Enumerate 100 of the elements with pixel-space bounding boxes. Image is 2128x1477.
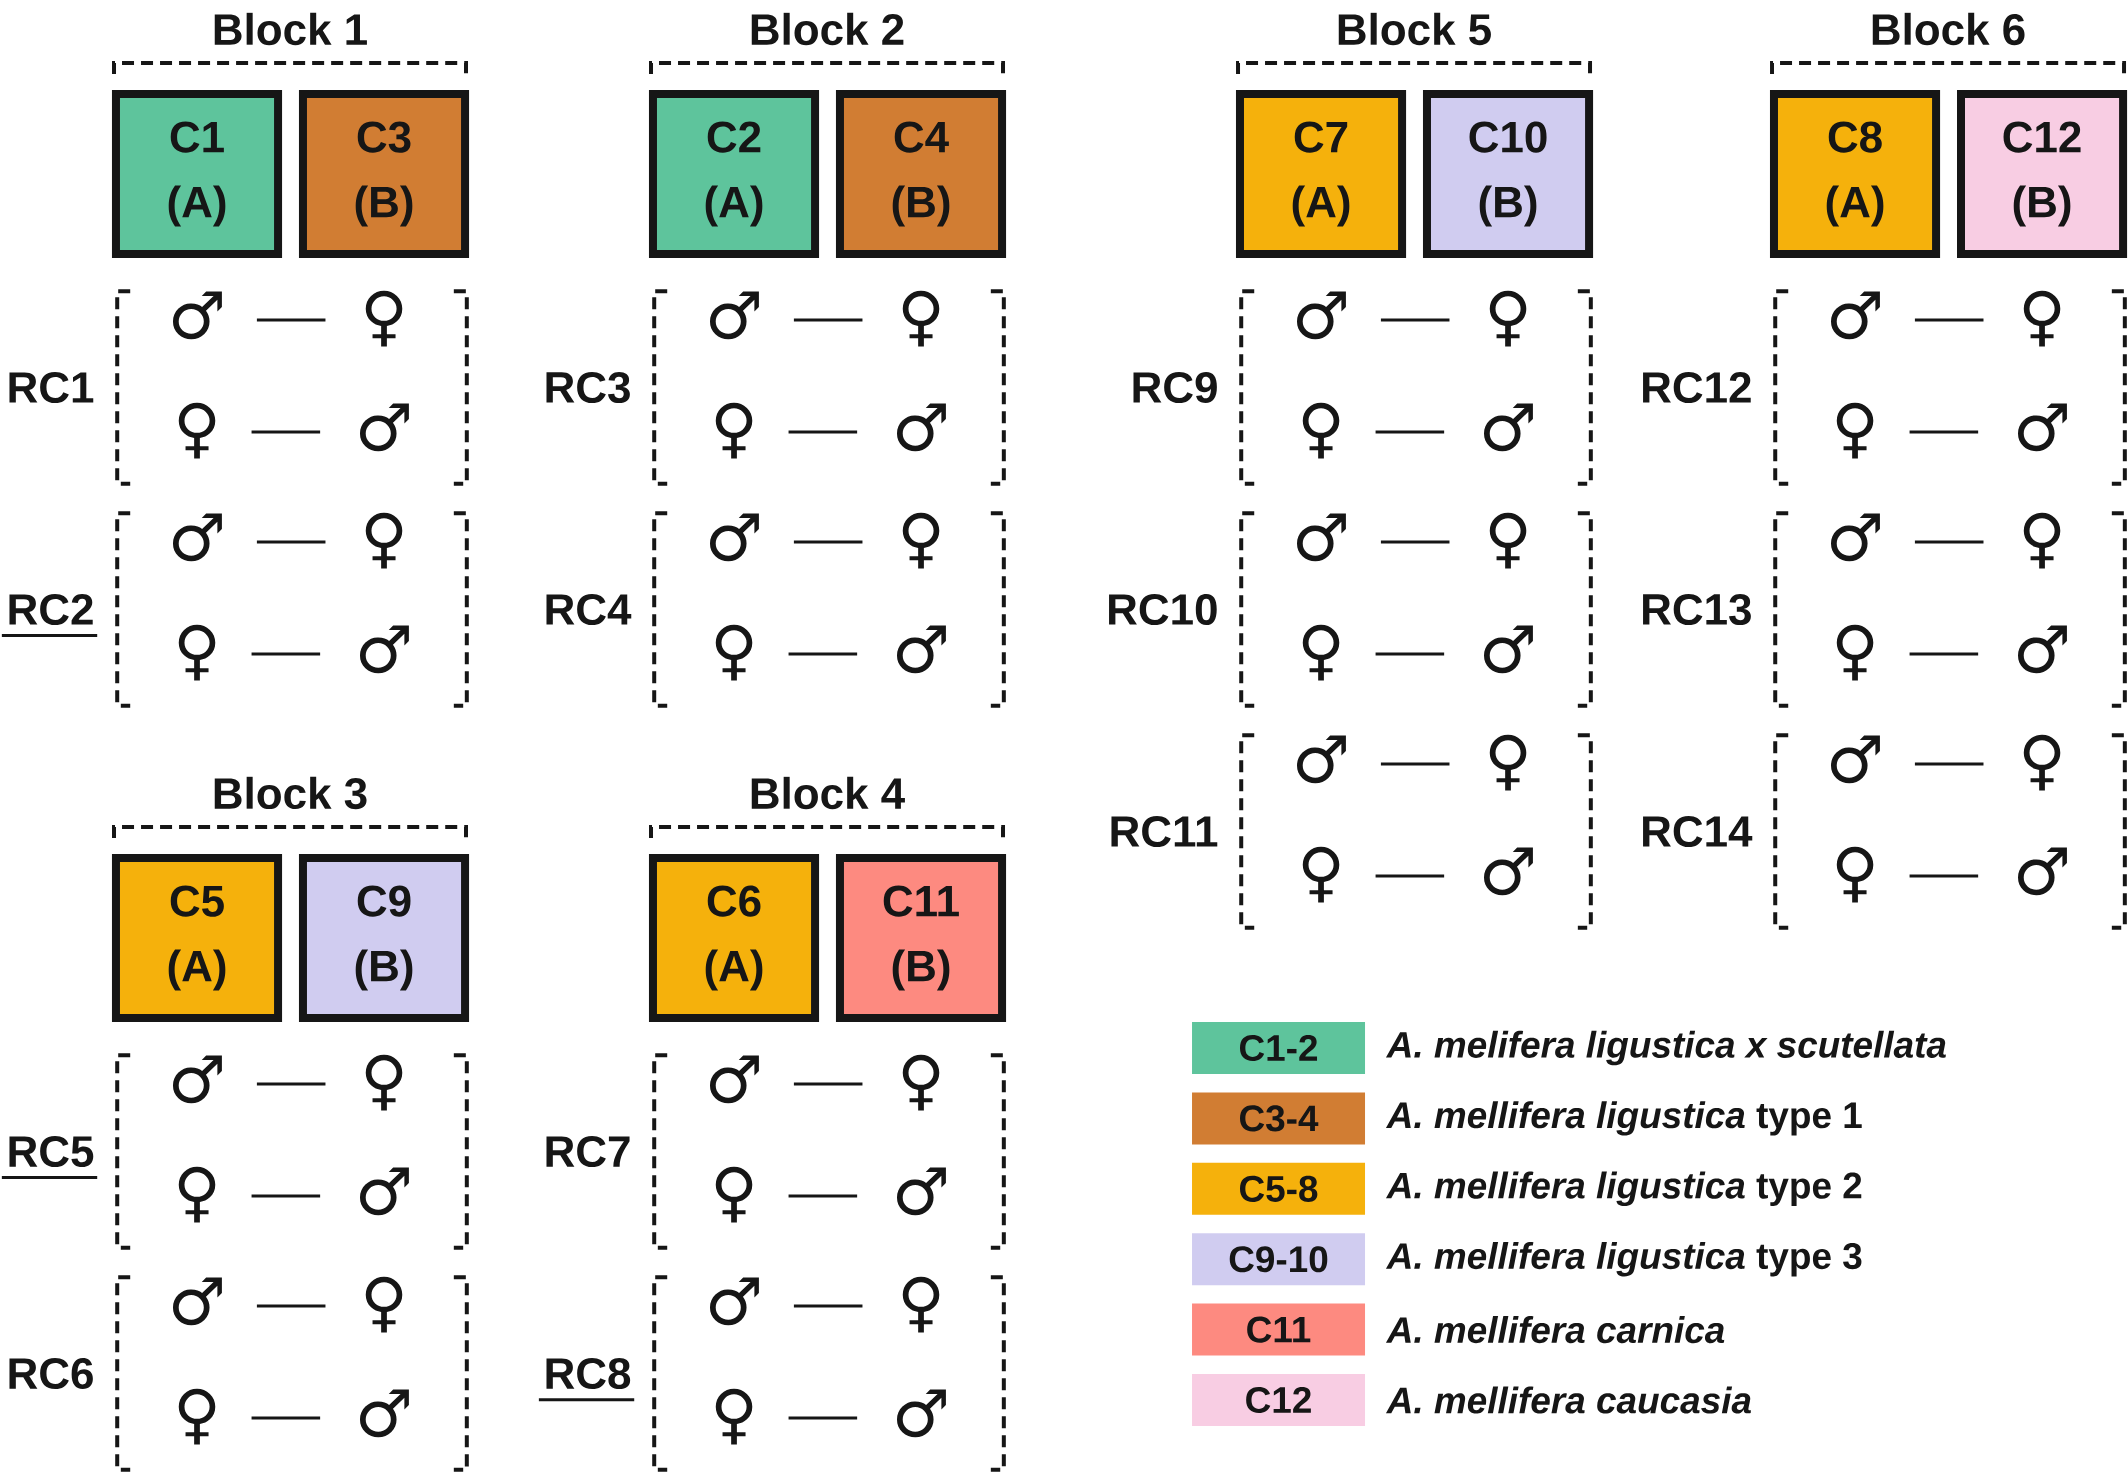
connector-line bbox=[251, 652, 321, 656]
color-box: C6 (A) bbox=[648, 853, 820, 1023]
sex-symbol: ♀ bbox=[902, 1276, 940, 1333]
sex-symbol: ♀ bbox=[2023, 512, 2061, 569]
legend-text: A. mellifera caucasia bbox=[1385, 1386, 1751, 1414]
sex-symbol: ♀ bbox=[715, 624, 753, 681]
color-box: C5 (A) bbox=[111, 853, 283, 1023]
sex-symbol: ♀ bbox=[715, 1388, 753, 1445]
connector-line bbox=[1380, 318, 1450, 322]
sex-symbol: ♀ bbox=[178, 624, 216, 681]
sex-symbol: ♀ bbox=[178, 1388, 216, 1445]
row-label: RC12 bbox=[1643, 371, 1751, 404]
sex-symbol: ♀ bbox=[1489, 290, 1527, 347]
sex-symbol: ♂ bbox=[1831, 291, 1880, 340]
sex-symbol: ♂ bbox=[897, 403, 946, 452]
sex-symbol: ♂ bbox=[1297, 735, 1346, 784]
sex-symbol: ♂ bbox=[360, 1389, 409, 1438]
block-title: Block 4 bbox=[751, 776, 905, 810]
block-title: Block 3 bbox=[214, 776, 367, 810]
sex-symbol: ♀ bbox=[1836, 846, 1874, 903]
legend-text: A. mellifera ligustica type 3 bbox=[1385, 1242, 1862, 1277]
connector-line bbox=[793, 1304, 863, 1308]
sex-symbol: ♀ bbox=[1302, 402, 1340, 459]
row-label: RC13 bbox=[1643, 593, 1751, 626]
sex-symbol: ♀ bbox=[715, 1166, 753, 1223]
legend-text: A. mellifera ligustica type 2 bbox=[1385, 1171, 1862, 1206]
sex-symbol: ♀ bbox=[902, 1054, 940, 1111]
connector-line bbox=[256, 318, 326, 322]
connector-line bbox=[1914, 540, 1984, 544]
sex-symbol: ♀ bbox=[365, 1054, 403, 1111]
color-box: C3 (B) bbox=[298, 89, 470, 259]
sex-symbol: ♀ bbox=[365, 1276, 403, 1333]
connector-line bbox=[788, 430, 858, 434]
sex-symbol: ♂ bbox=[172, 1055, 222, 1104]
block-title: Block 6 bbox=[1872, 12, 2025, 46]
sex-symbol: ♂ bbox=[172, 513, 222, 562]
sex-symbol: ♀ bbox=[902, 290, 940, 347]
connector-line bbox=[793, 1082, 863, 1086]
color-box: C4 (B) bbox=[835, 89, 1007, 259]
sex-symbol: ♂ bbox=[172, 1277, 222, 1326]
legend-text: A. melifera ligustica x scutellata bbox=[1385, 1030, 1946, 1066]
sex-symbol: ♂ bbox=[710, 1277, 759, 1326]
sex-symbol: ♀ bbox=[1836, 402, 1874, 459]
sex-symbol: ♀ bbox=[715, 402, 753, 459]
color-box: C2 (A) bbox=[648, 89, 820, 259]
color-box: C11 (B) bbox=[835, 853, 1007, 1023]
row-label: RC3 bbox=[546, 371, 630, 404]
sex-symbol: ♂ bbox=[710, 513, 759, 562]
connector-line bbox=[1909, 652, 1979, 656]
connector-line bbox=[788, 1194, 858, 1198]
sex-symbol: ♂ bbox=[360, 403, 409, 452]
row-label: RC2 bbox=[1, 593, 98, 638]
connector-line bbox=[1909, 430, 1979, 434]
sex-symbol: ♂ bbox=[2018, 403, 2067, 452]
connector-line bbox=[793, 540, 863, 544]
legend-text: A. mellifera ligustica type 1 bbox=[1385, 1101, 1862, 1136]
legend-text: A. mellifera carnica bbox=[1385, 1316, 1725, 1344]
sex-symbol: ♂ bbox=[1484, 625, 1533, 674]
sex-symbol: ♂ bbox=[1484, 403, 1533, 452]
sex-symbol: ♂ bbox=[710, 291, 759, 340]
connector-line bbox=[1914, 318, 1984, 322]
row-label: RC10 bbox=[1109, 593, 1217, 626]
sex-symbol: ♂ bbox=[897, 1167, 946, 1216]
sex-symbol: ♀ bbox=[2023, 734, 2061, 791]
block-title: Block 5 bbox=[1338, 12, 1491, 46]
connector-line bbox=[1914, 762, 1984, 766]
row-label: RC11 bbox=[1111, 815, 1218, 848]
row-label: RC1 bbox=[9, 371, 94, 404]
block-title: Block 1 bbox=[214, 12, 367, 46]
connector-line bbox=[251, 1194, 321, 1198]
row-label: RC9 bbox=[1133, 371, 1217, 404]
sex-symbol: ♀ bbox=[2023, 290, 2061, 347]
connector-line bbox=[1375, 652, 1445, 656]
connector-line bbox=[1380, 762, 1450, 766]
sex-symbol: ♂ bbox=[360, 1167, 409, 1216]
connector-line bbox=[251, 1416, 321, 1420]
color-box: C10 (B) bbox=[1423, 89, 1594, 259]
connector-line bbox=[1375, 430, 1445, 434]
connector-line bbox=[256, 1304, 326, 1308]
connector-line bbox=[1375, 874, 1445, 878]
sex-symbol: ♂ bbox=[710, 1055, 759, 1104]
sex-symbol: ♀ bbox=[1489, 512, 1527, 569]
row-label: RC7 bbox=[546, 1135, 630, 1168]
sex-symbol: ♂ bbox=[1831, 735, 1880, 784]
row-label: RC6 bbox=[9, 1357, 93, 1390]
connector-line bbox=[251, 430, 321, 434]
sex-symbol: ♀ bbox=[1489, 734, 1527, 791]
connector-line bbox=[256, 540, 326, 544]
sex-symbol: ♀ bbox=[365, 512, 403, 569]
sex-symbol: ♂ bbox=[1297, 291, 1346, 340]
sex-symbol: ♀ bbox=[1302, 624, 1340, 681]
sex-symbol: ♀ bbox=[178, 402, 216, 459]
sex-symbol: ♂ bbox=[172, 291, 222, 340]
connector-line bbox=[1380, 540, 1450, 544]
row-label: RC5 bbox=[1, 1135, 98, 1180]
sex-symbol: ♂ bbox=[1831, 513, 1880, 562]
connector-line bbox=[788, 1416, 858, 1420]
row-label: RC4 bbox=[546, 593, 632, 626]
sex-symbol: ♀ bbox=[902, 512, 940, 569]
sex-symbol: ♂ bbox=[1297, 513, 1346, 562]
